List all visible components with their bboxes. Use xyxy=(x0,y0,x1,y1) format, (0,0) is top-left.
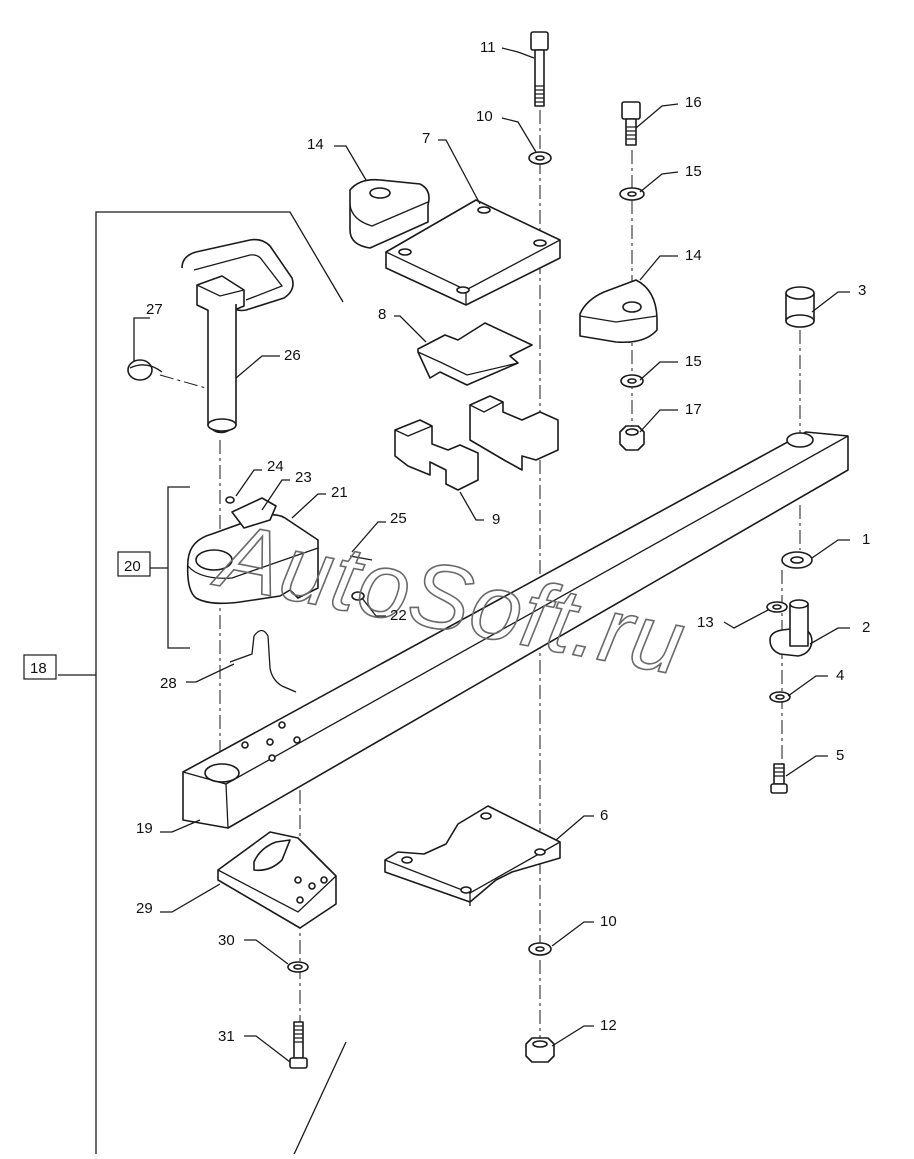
callout-8: 8 xyxy=(378,306,386,323)
callout-10-top: 10 xyxy=(476,108,493,125)
leader-lines xyxy=(133,47,850,1063)
bolt-31 xyxy=(289,1021,308,1069)
nut-12 xyxy=(525,1037,555,1063)
callout-23: 23 xyxy=(295,469,312,486)
pin-2 xyxy=(769,599,813,657)
callout-24: 24 xyxy=(267,458,284,475)
callout-28: 28 xyxy=(160,675,177,692)
hitch-jaw-20 xyxy=(186,496,373,605)
callout-25: 25 xyxy=(390,510,407,527)
bolt-11 xyxy=(530,31,549,107)
callout-22: 22 xyxy=(390,607,407,624)
group-frame-18 xyxy=(23,211,347,1159)
callout-12: 12 xyxy=(600,1017,617,1034)
callout-2: 2 xyxy=(862,619,870,636)
callout-11: 11 xyxy=(480,39,496,56)
group-bracket-20 xyxy=(117,486,190,649)
spacer-3 xyxy=(785,286,815,328)
plate-6 xyxy=(384,805,561,906)
callout-31: 31 xyxy=(218,1028,235,1045)
bracket-29 xyxy=(217,831,337,929)
callout-30: 30 xyxy=(218,932,235,949)
guide-block-9b xyxy=(469,395,559,471)
callout-7: 7 xyxy=(422,130,430,147)
bolt-5 xyxy=(770,763,788,794)
bolt-16 xyxy=(621,101,641,146)
callout-18: 18 xyxy=(30,660,47,677)
r-clip-27 xyxy=(127,359,163,381)
callout-3: 3 xyxy=(858,282,866,299)
callout-26: 26 xyxy=(284,347,301,364)
callout-6: 6 xyxy=(600,807,608,824)
block-14-left xyxy=(349,178,430,249)
plate-7 xyxy=(385,199,561,306)
callout-5: 5 xyxy=(836,747,844,764)
callout-14-right: 14 xyxy=(685,247,702,264)
callout-15-lower: 15 xyxy=(685,353,702,370)
callout-9: 9 xyxy=(492,511,500,528)
callout-14-left: 14 xyxy=(307,136,324,153)
callout-4: 4 xyxy=(836,667,844,684)
callout-13: 13 xyxy=(697,614,714,631)
lock-pin-26 xyxy=(181,238,294,434)
callout-27: 27 xyxy=(146,301,163,318)
callout-29: 29 xyxy=(136,900,153,917)
block-14-right xyxy=(579,279,658,344)
callout-16: 16 xyxy=(685,94,702,111)
spring-28 xyxy=(229,629,297,693)
drawbar-19 xyxy=(182,431,849,829)
nut-17 xyxy=(619,425,645,451)
callout-1: 1 xyxy=(862,531,870,548)
pad-8 xyxy=(417,322,533,386)
callout-10-lower: 10 xyxy=(600,913,617,930)
callout-19: 19 xyxy=(136,820,153,837)
callout-20: 20 xyxy=(124,558,141,575)
callout-21: 21 xyxy=(331,484,348,501)
callout-15-top: 15 xyxy=(685,163,702,180)
callout-labels: 11 10 16 15 14 7 14 3 8 15 17 9 27 26 24… xyxy=(30,39,870,1045)
guide-block-9a xyxy=(394,419,479,491)
callout-17: 17 xyxy=(685,401,702,418)
